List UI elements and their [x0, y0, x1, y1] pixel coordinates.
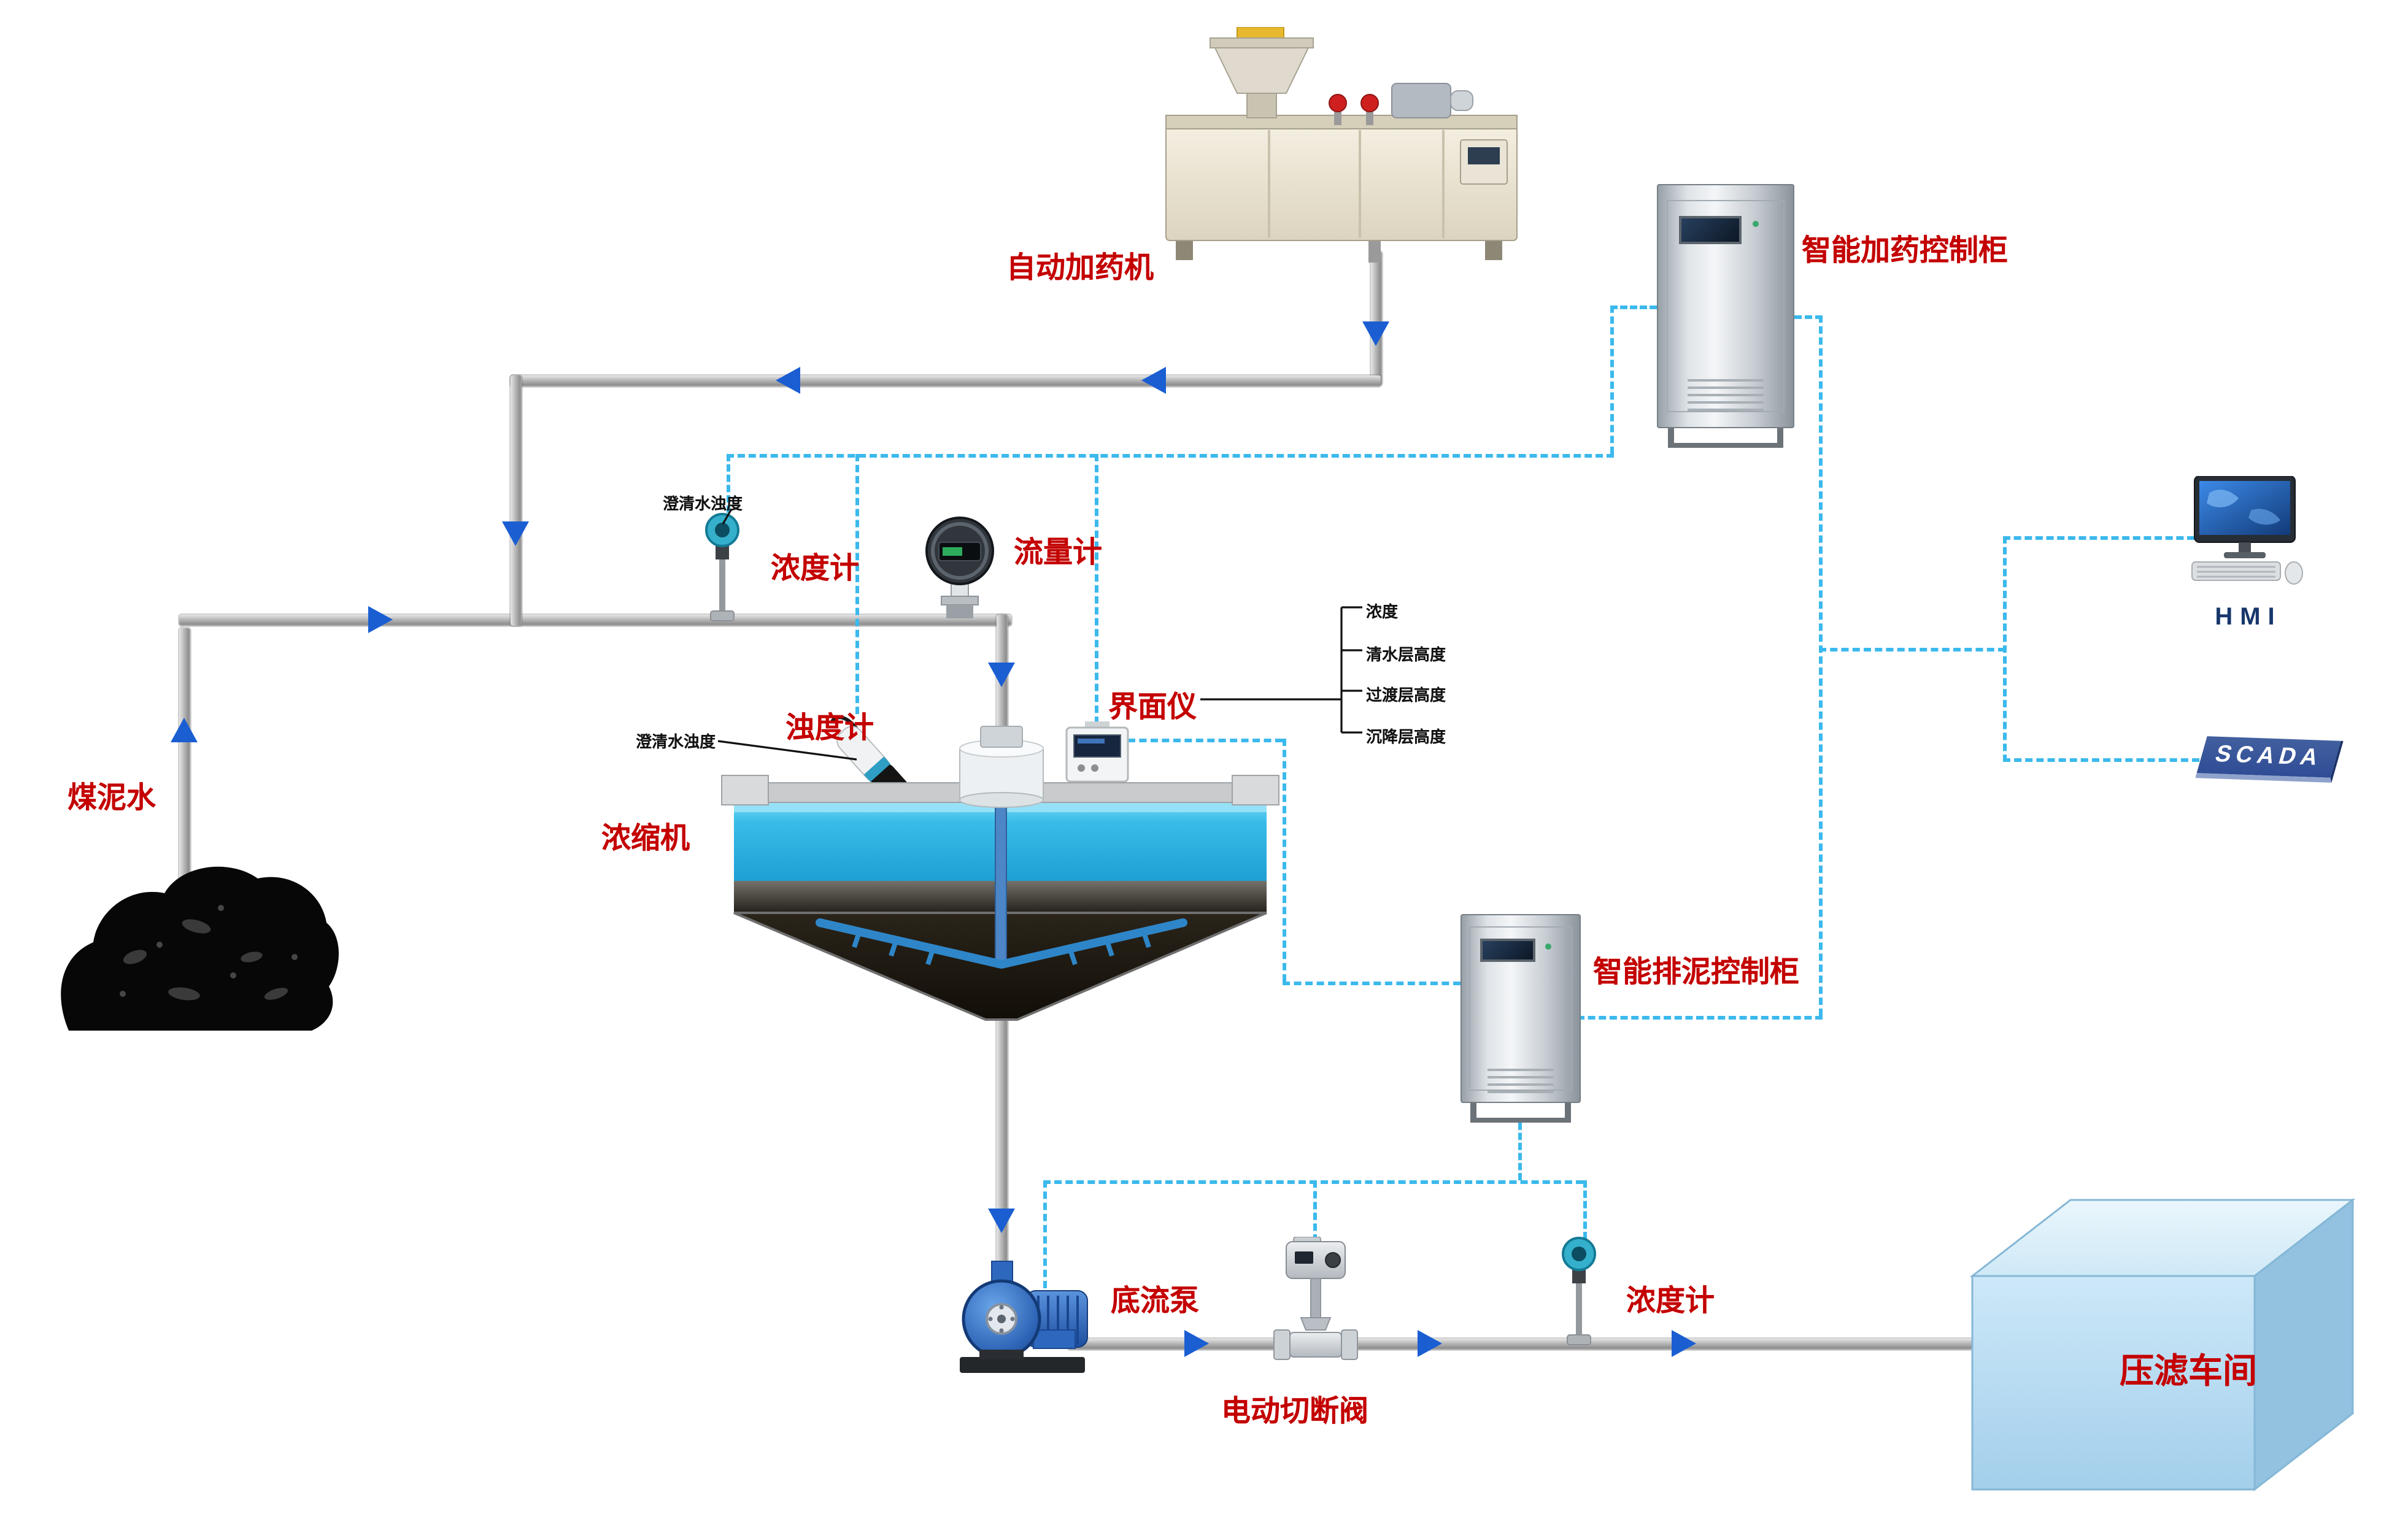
- monitor-screen: [2199, 481, 2290, 535]
- signal-line-right-column: [1819, 315, 1823, 1016]
- flow-meter-label: 流量计: [1014, 536, 1102, 569]
- signal-line-cabinet-drop: [1610, 306, 1614, 454]
- density-meter-bottom-label: 浓度计: [1626, 1285, 1715, 1318]
- signal-line-turbidity-drop: [855, 454, 859, 714]
- flow-arrow-dose-left-1: [776, 367, 800, 394]
- interface-meter-label: 界面仪: [1108, 691, 1197, 724]
- density-meter-top: [700, 513, 744, 623]
- interface-param-label-2: 过渡层高度: [1366, 686, 1446, 704]
- sludge-cabinet-label: 智能排泥控制柜: [1593, 956, 1799, 989]
- signal-line-sludge-cabinet-down: [1518, 1123, 1522, 1180]
- scada-label: SCADA: [2212, 741, 2326, 771]
- flow-arrow-machine-down: [1362, 321, 1389, 346]
- flow-arrow-dose-down: [502, 521, 529, 546]
- flow-arrow-underflow-down: [988, 1209, 1015, 1233]
- flow-arrow-discharge-1: [1184, 1330, 1209, 1357]
- dosing-machine: [1151, 27, 1532, 266]
- flow-arrow-discharge-2: [1418, 1330, 1442, 1357]
- filter-press-label: 压滤车间: [2120, 1352, 2258, 1390]
- cabinet-vent: [1687, 379, 1764, 411]
- signal-line-sludge-cabinet-right: [1577, 1016, 1823, 1020]
- pump-base: [960, 1357, 1085, 1373]
- signal-line-instruments-bus: [727, 454, 1614, 458]
- flow-arrow-feed-down: [988, 663, 1015, 687]
- density-meter-bottom: [1556, 1237, 1600, 1347]
- hopper: [1214, 47, 1310, 94]
- filter-press-building: [1958, 1180, 2363, 1497]
- dosing-machine-label: 自动加药机: [1006, 252, 1154, 285]
- signal-line-to-hmi: [2003, 536, 2194, 540]
- density-meter-top-label: 浓度计: [771, 552, 859, 585]
- signal-line-valve-drop: [1313, 1180, 1317, 1242]
- turbidity-meter-label: 浊度计: [785, 712, 874, 745]
- underflow-pump-label: 底流泵: [1111, 1285, 1199, 1318]
- underflow-pump: [947, 1249, 1095, 1378]
- dosing-control-cabinet: [1657, 184, 1794, 448]
- signal-line-density-bottom-drop: [1583, 1180, 1587, 1239]
- signal-line-hmi-scada-column: [2003, 536, 2007, 762]
- flow-arrow-riser-up: [171, 718, 198, 742]
- flow-meter: [911, 513, 1009, 621]
- clarified-turbidity-note-top: 澄清水浊度: [663, 494, 743, 513]
- signal-line-interface-right: [1128, 739, 1283, 742]
- hmi-computer: [2187, 476, 2310, 589]
- interface-param-label-0: 浓度: [1366, 602, 1399, 621]
- pipe-dosing-horizontal: [511, 375, 1381, 386]
- hmi-label: HMI: [2215, 604, 2282, 631]
- rake-arms: [816, 918, 1187, 969]
- pipe-feed-drop: [997, 615, 1008, 761]
- drive-motor: [980, 726, 1023, 748]
- pipe-dosing-machine-drop: [1371, 252, 1382, 385]
- dosing-cabinet-label: 智能加药控制柜: [1802, 234, 2008, 267]
- valve-body: [1289, 1332, 1342, 1358]
- pipe-slurry-main: [179, 615, 1011, 626]
- pipe-dosing-join-drop: [511, 375, 522, 626]
- scada-plate: SCADA: [2195, 736, 2344, 783]
- cabinet-legs: [1667, 428, 1784, 448]
- cabinet-screen: [1678, 215, 1742, 245]
- thickener-tank: [712, 724, 1289, 1055]
- signal-line-to-sludge-cabinet: [1283, 982, 1461, 985]
- coal-slurry-pile: [49, 810, 344, 1037]
- valve-handwheels: [1329, 94, 1379, 112]
- signal-line-cabinet-right-stub: [1794, 315, 1823, 319]
- shutoff-valve-label: 电动切断阀: [1221, 1395, 1368, 1428]
- indicator-light: [1545, 943, 1551, 950]
- sludge-control-cabinet: [1461, 914, 1581, 1123]
- flow-arrow-discharge-3: [1672, 1330, 1696, 1357]
- interface-param-label-3: 沉降层高度: [1366, 728, 1446, 746]
- indicator-light: [1753, 221, 1759, 228]
- shutoff-valve: [1254, 1237, 1377, 1362]
- signal-line-to-hmi-column: [1819, 648, 2005, 651]
- mouse: [2285, 561, 2303, 585]
- pipe-underflow: [997, 1018, 1008, 1288]
- pipe-slurry-riser: [179, 628, 190, 892]
- clarified-turbidity-note-bottom: 澄清水浊度: [636, 732, 716, 751]
- cabinet-screen: [1480, 939, 1535, 963]
- interface-param-label-1: 清水层高度: [1366, 645, 1446, 664]
- cabinet-legs: [1470, 1103, 1572, 1123]
- thickener-label: 浓缩机: [601, 822, 690, 855]
- coal-slurry-label: 煤泥水: [68, 782, 156, 815]
- rake-shaft: [995, 797, 1007, 967]
- signal-line-to-scada: [2003, 758, 2199, 762]
- flow-arrow-dose-left-2: [1141, 367, 1166, 394]
- signal-line-pump-drop: [1043, 1180, 1047, 1288]
- signal-line-interface-down: [1283, 739, 1286, 982]
- signal-line-density-top-drop: [727, 454, 730, 513]
- signal-line-cabinet-stub: [1610, 306, 1657, 309]
- flow-arrow-main-right: [368, 606, 393, 633]
- cabinet-vent: [1487, 1068, 1554, 1094]
- signal-line-interface-drop: [1095, 454, 1098, 724]
